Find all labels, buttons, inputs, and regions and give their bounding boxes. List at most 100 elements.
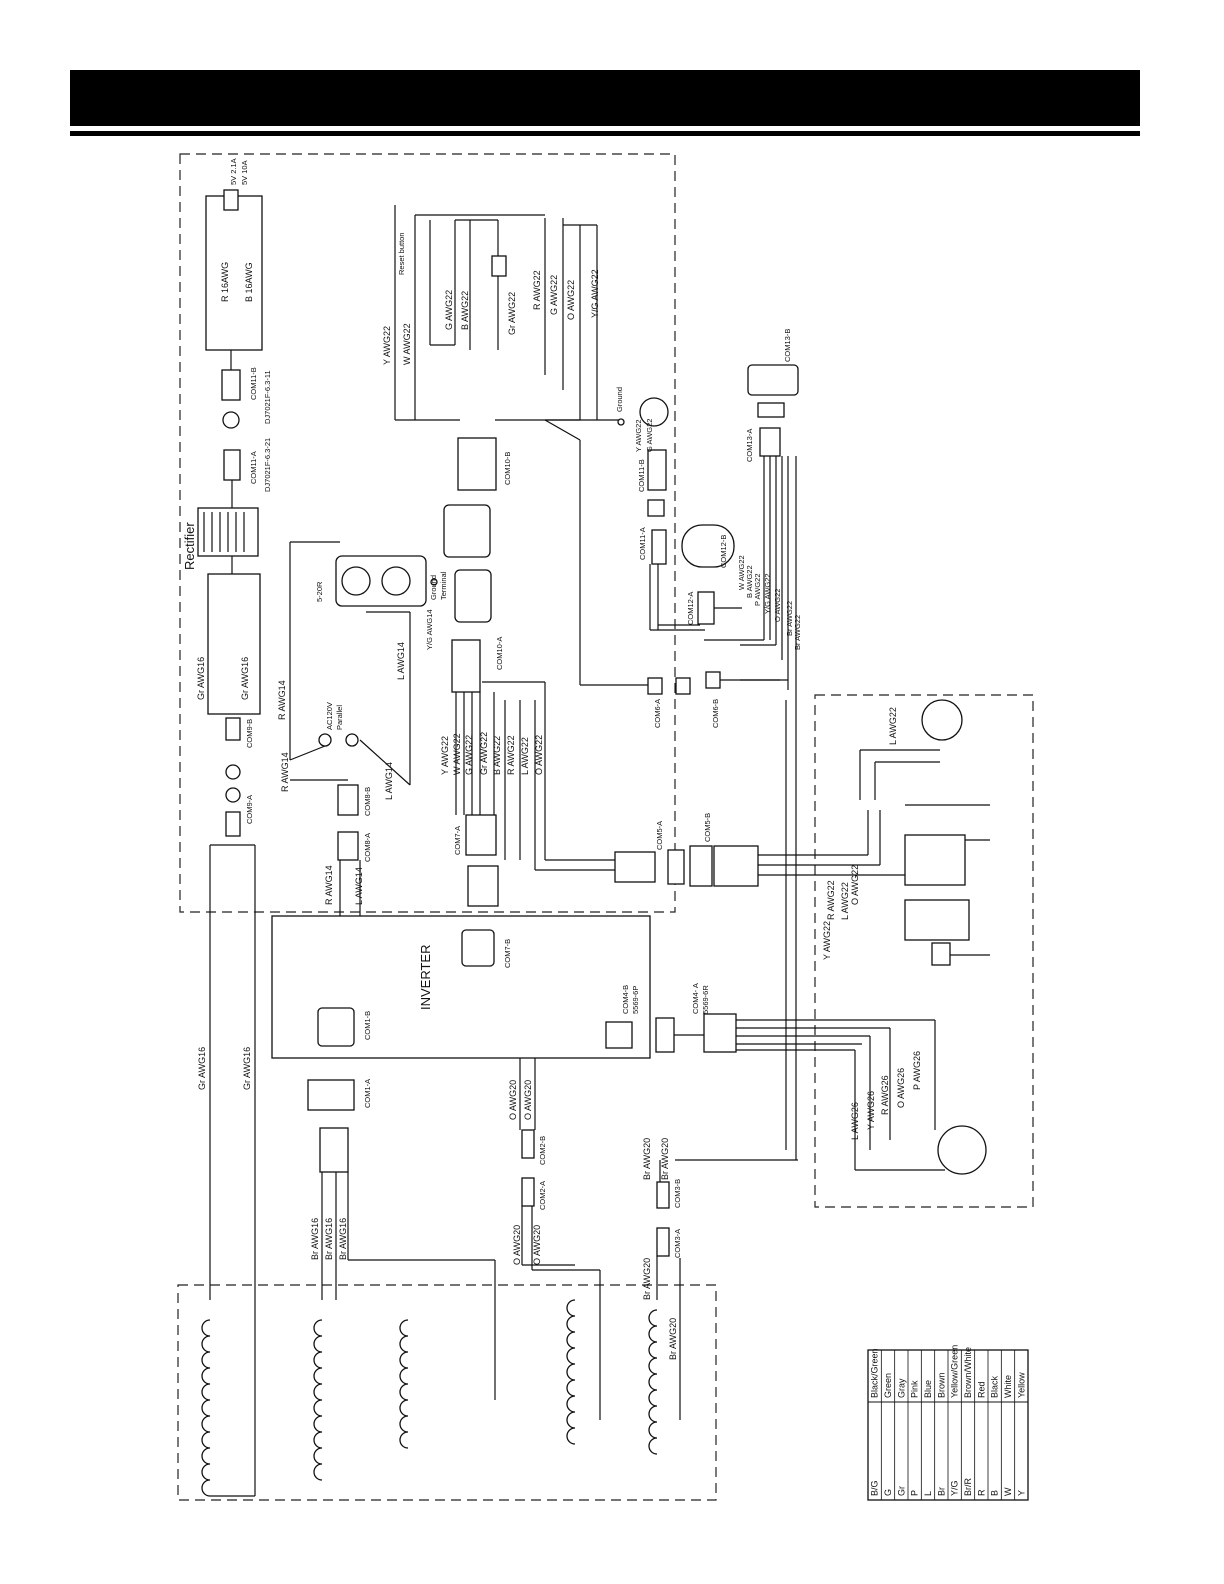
legend-color-name: Brown: [936, 1372, 946, 1398]
com6b-label: COM6-B: [711, 699, 720, 728]
r-awg22-label-2: R AWG22: [506, 735, 516, 775]
com13a-connector: [759, 427, 781, 457]
parallel-label-1: AC120V: [325, 702, 334, 730]
com11-junction-icon: [222, 411, 240, 429]
com9b-connector: [225, 717, 241, 741]
com6b-connector: [705, 671, 721, 689]
com11b-switch-label: COM11-B: [637, 459, 646, 492]
usb-wire-red: R 16AWG: [220, 262, 230, 302]
ignition-coil: [904, 834, 966, 886]
br-awg16-label-1: Br AWG16: [310, 1218, 320, 1260]
w-awg22-label-1: W AWG22: [402, 323, 412, 365]
com5b-label: COM5-B: [703, 813, 712, 842]
com13a-label: COM13-A: [745, 429, 754, 462]
com6-coupler: [675, 677, 691, 695]
o-awg22-label-1: O AWG22: [566, 280, 576, 320]
gr-awg22-label-1: Gr AWG22: [507, 292, 517, 335]
usb-rating-1: 5V 2.1A: [229, 158, 238, 185]
com3b-connector: [656, 1181, 670, 1209]
g-awg22-label-2: G AWG22: [549, 275, 559, 315]
inverter: INVERTER: [271, 915, 651, 1059]
ground-label: Ground: [615, 387, 624, 412]
com1b-plug: [319, 1127, 349, 1173]
parallel-label-2: Parallel: [335, 705, 344, 730]
com4-coupler: [655, 1017, 675, 1053]
usb-rating-2: 5V 10A: [240, 160, 249, 185]
usb-wire-black: B 16AWG: [244, 262, 254, 302]
legend-color-name: Brown/White: [963, 1347, 973, 1398]
idle-switch-icon: [639, 397, 669, 427]
gr-awg16-label-4: Gr AWG16: [242, 1047, 252, 1090]
com2a-label: COM2-A: [538, 1181, 547, 1210]
com1a-connector: [307, 1079, 355, 1111]
legend-color-name: White: [1003, 1375, 1013, 1398]
outlet-type-label: 5-20R: [315, 581, 324, 602]
l-awg14-label-1: L AWG14: [396, 642, 406, 680]
y-awg22-label-1: Y AWG22: [382, 326, 392, 365]
l-awg22-label-3: L AWG22: [840, 882, 850, 920]
multi-pin-connector-2: [454, 569, 492, 623]
com12a-connector: [697, 591, 715, 625]
com7-receptacle: [467, 865, 499, 907]
legend-color-name: Black: [990, 1375, 1000, 1398]
com12a-label: COM12-A: [686, 592, 695, 625]
legend-color-name: Gray: [896, 1378, 906, 1398]
legend-code: Y/G: [950, 1480, 960, 1496]
g-awg22-label-3: G AWG22: [464, 735, 474, 775]
legend-code: P: [910, 1490, 920, 1496]
legend-color-name: Pink: [910, 1380, 920, 1398]
com3a-label: COM3-A: [673, 1229, 682, 1258]
com5a-connector: [614, 851, 656, 883]
ground-terminal-label-1: Ground: [429, 575, 438, 600]
com4a-part: 5569-6R: [701, 985, 710, 1014]
rectifier: Rectifier: [182, 507, 259, 570]
com10b-label: COM10-B: [503, 452, 512, 485]
ground-terminal-label-2: Terminal: [439, 571, 448, 600]
legend-code: Br: [936, 1487, 946, 1496]
br-awg20-label-2: Br AWG20: [660, 1138, 670, 1180]
com3a-connector: [656, 1227, 670, 1257]
r-awg22-label-3: R AWG22: [826, 880, 836, 920]
yg-awg22-label-2: Y/G AWG22: [763, 573, 772, 614]
b-awg22-label-1: B AWG22: [460, 291, 470, 330]
control-panel-enclosure: [179, 153, 676, 913]
com4b-label: COM4-B: [621, 985, 630, 1014]
com11a-label: COM11-A: [249, 451, 258, 484]
inverter-label: INVERTER: [418, 945, 433, 1011]
parallel-terminal-1-icon: [318, 733, 332, 747]
b-awg22-label-3: B AWG22: [745, 565, 754, 598]
legend-code: R: [976, 1489, 986, 1496]
g-awg22-label-1: G AWG22: [444, 290, 454, 330]
legend-code: B: [990, 1490, 1000, 1496]
br-awg16-label-3: Br AWG16: [338, 1218, 348, 1260]
br-awg22-label-2: Br AWG22: [793, 615, 802, 650]
engine-enclosure: [814, 694, 1034, 1208]
r-awg14-label-1: R AWG14: [277, 680, 287, 720]
ignition-module: [904, 899, 970, 941]
com10a-label: COM10-A: [495, 637, 504, 670]
com1a-label: COM1-A: [363, 1079, 372, 1108]
com4b-part: 5569-6P: [631, 986, 640, 1014]
w-awg22-label-2: W AWG22: [452, 733, 462, 775]
g-awg22-label-4: G AWG22: [645, 419, 654, 452]
com4a-label: COM4- A: [691, 983, 700, 1014]
p-awg26-label: P AWG26: [912, 1051, 922, 1090]
com9b-label: COM9-B: [245, 719, 254, 748]
br-awg20-label-1: Br AWG20: [642, 1138, 652, 1180]
y-awg22-label-2: Y AWG22: [440, 736, 450, 775]
com4-harness: [736, 1019, 945, 1171]
legend-code: Br/R: [963, 1477, 973, 1496]
br-awg20-label-3: Br AWG20: [642, 1258, 652, 1300]
com8a-label: COM8-A: [363, 833, 372, 862]
yg-awg14-label: Y/G AWG14: [425, 609, 434, 650]
r-awg22-label-1: R AWG22: [532, 270, 542, 310]
outlet-5-20r: 5-20R: [315, 555, 427, 607]
com9a-label: COM9-A: [245, 795, 254, 824]
com11b-label: COM11-B: [249, 367, 258, 400]
com11a-connector: [223, 449, 241, 481]
com12b-label: COM12-B: [719, 535, 728, 568]
o-awg22-label-4: O AWG22: [850, 865, 860, 905]
r-awg14-label-2: R AWG14: [280, 752, 290, 792]
com7a-label: COM7-A: [453, 826, 462, 855]
com4a-connector: [703, 1013, 737, 1053]
